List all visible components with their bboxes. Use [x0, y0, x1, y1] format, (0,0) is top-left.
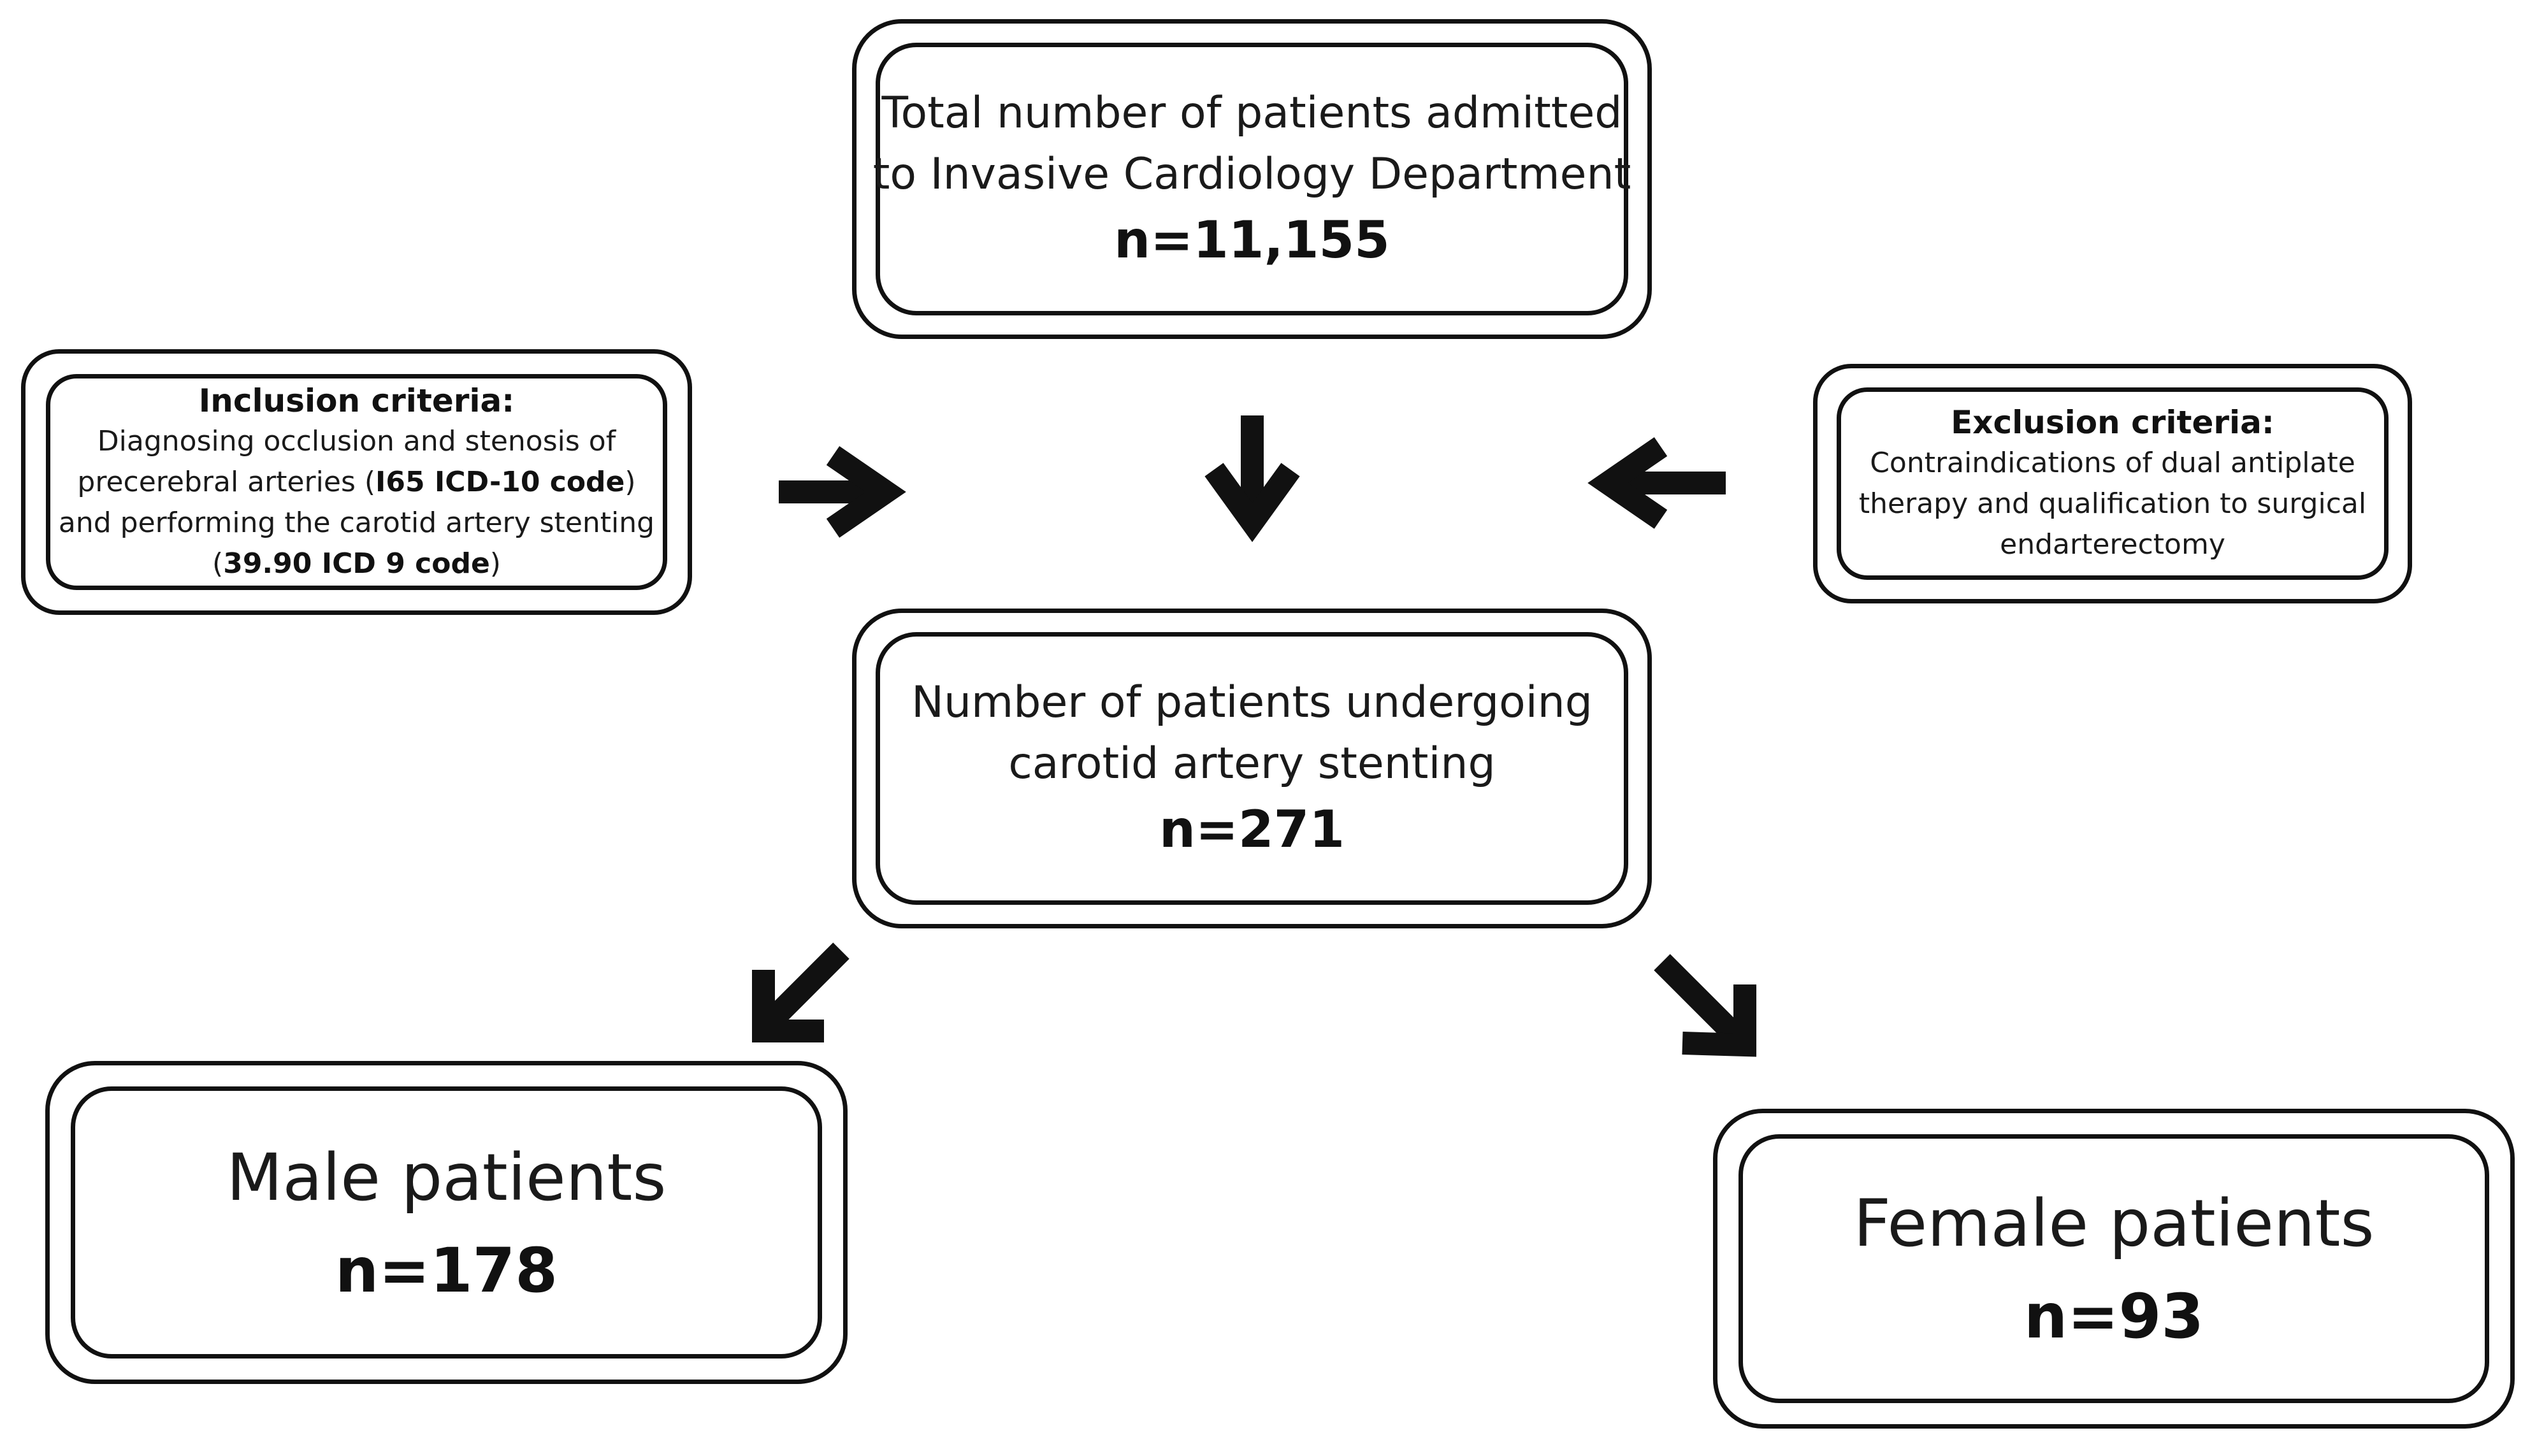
- stenting-patients-inner: Number of patients undergoing carotid ar…: [876, 632, 1628, 905]
- total-patients-inner: Total number of patients admitted to Inv…: [872, 43, 1631, 315]
- inclusion-icd9-code: 39.90 ICD 9 code: [223, 547, 490, 580]
- exclusion-criteria-heading: Exclusion criteria:: [1951, 404, 2274, 441]
- female-patients-count: n=93: [2023, 1281, 2204, 1352]
- arrow-down-right-icon: [1654, 954, 1756, 1057]
- inclusion-line4-pre: (: [212, 547, 224, 580]
- male-patients-box: Male patients n=178: [45, 1061, 848, 1384]
- male-patients-label: Male patients: [226, 1139, 667, 1216]
- exclusion-criteria-line2: therapy and qualification to surgical: [1858, 487, 2367, 520]
- total-patients-line1: Total number of patients admitted: [881, 88, 1623, 138]
- exclusion-criteria-line3: endarterectomy: [2000, 528, 2225, 561]
- male-patients-inner: Male patients n=178: [71, 1086, 822, 1359]
- female-patients-label: Female patients: [1853, 1186, 2375, 1262]
- total-patients-count: n=11,155: [1114, 210, 1390, 270]
- female-patients-inner: Female patients n=93: [1738, 1134, 2489, 1403]
- stenting-patients-box: Number of patients undergoing carotid ar…: [852, 609, 1652, 928]
- total-patients-box: Total number of patients admitted to Inv…: [852, 19, 1652, 339]
- arrow-left-icon: [1587, 437, 1726, 529]
- inclusion-icd10-code: I65 ICD-10 code: [375, 465, 625, 498]
- inclusion-criteria-inner: Inclusion criteria: Diagnosing occlusion…: [46, 374, 667, 590]
- exclusion-criteria-inner: Exclusion criteria: Contraindications of…: [1837, 387, 2389, 580]
- inclusion-criteria-line2: precerebral arteries (I65 ICD-10 code): [77, 462, 635, 503]
- stenting-patients-line1: Number of patients undergoing: [911, 677, 1593, 728]
- arrow-down-left-icon: [752, 942, 849, 1042]
- inclusion-line4-post: ): [489, 547, 501, 580]
- arrow-down-icon: [1204, 415, 1300, 542]
- inclusion-criteria-line4: (39.90 ICD 9 code): [212, 544, 501, 584]
- inclusion-line2-post: ): [625, 465, 636, 498]
- inclusion-line2-pre: precerebral arteries (: [77, 465, 376, 498]
- stenting-patients-count: n=271: [1159, 800, 1345, 859]
- stenting-patients-line2: carotid artery stenting: [1008, 739, 1496, 789]
- inclusion-criteria-line3: and performing the carotid artery stenti…: [58, 506, 655, 539]
- arrow-right-icon: [779, 446, 906, 538]
- total-patients-line2: to Invasive Cardiology Department: [872, 149, 1631, 199]
- inclusion-criteria-heading: Inclusion criteria:: [198, 382, 515, 419]
- female-patients-box: Female patients n=93: [1713, 1109, 2515, 1429]
- exclusion-criteria-box: Exclusion criteria: Contraindications of…: [1813, 364, 2412, 603]
- inclusion-criteria-line1: Diagnosing occlusion and stenosis of: [97, 424, 616, 458]
- exclusion-criteria-line1: Contraindications of dual antiplate: [1870, 447, 2355, 479]
- inclusion-criteria-box: Inclusion criteria: Diagnosing occlusion…: [21, 349, 692, 615]
- male-patients-count: n=178: [335, 1234, 558, 1306]
